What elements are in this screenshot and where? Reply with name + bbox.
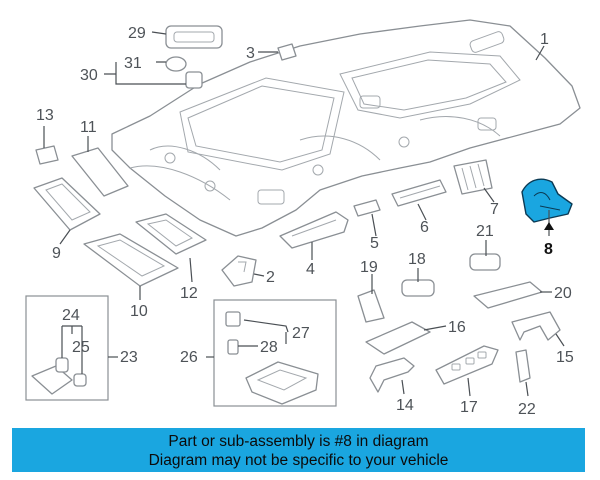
callout-25: 25 — [72, 339, 90, 356]
part-12-sun-visor — [135, 213, 207, 255]
callout-8-arrow — [544, 222, 554, 230]
part-10-sun-visor — [83, 233, 179, 287]
part-15-grab-handle — [511, 311, 561, 341]
callout-18: 18 — [408, 251, 426, 268]
callout-31: 31 — [124, 55, 142, 72]
part-31-bulb — [165, 56, 187, 72]
part-18-lamp — [401, 279, 435, 297]
part-29-console — [165, 25, 223, 49]
callout-1: 1 — [540, 31, 549, 48]
callout-6: 6 — [420, 219, 429, 236]
part-20-trim-panel — [473, 281, 543, 309]
part-4-trim-strip — [279, 211, 349, 249]
callout-24: 24 — [62, 307, 80, 324]
callout-8: 8 — [544, 241, 553, 258]
part-8-highlighted — [521, 178, 573, 223]
callout-29: 29 — [128, 25, 146, 42]
callout-19: 19 — [360, 259, 378, 276]
callout-10: 10 — [130, 303, 148, 320]
part-7-grille — [453, 159, 493, 195]
part-13-clip — [35, 145, 59, 165]
callout-17: 17 — [460, 399, 478, 416]
part-19-bracket — [357, 289, 385, 323]
banner-line-2: Diagram may not be specific to your vehi… — [148, 452, 449, 469]
callout-9: 9 — [52, 245, 61, 262]
callout-28: 28 — [260, 339, 278, 356]
callout-4: 4 — [306, 261, 315, 278]
callout-13: 13 — [36, 107, 54, 124]
part-21-lamp — [469, 253, 501, 271]
part-23-lamp-assembly — [25, 295, 109, 401]
callout-16: 16 — [448, 319, 466, 336]
callout-12: 12 — [180, 285, 198, 302]
callout-14: 14 — [396, 397, 414, 414]
callout-27: 27 — [292, 325, 310, 342]
callout-30: 30 — [80, 67, 98, 84]
part-6-vent — [391, 179, 447, 207]
callout-7: 7 — [490, 201, 499, 218]
part-22-clip — [515, 349, 531, 383]
part-30-lamp — [185, 71, 203, 89]
part-2-bracket — [221, 255, 257, 287]
part-17-console — [435, 345, 499, 385]
callout-11: 11 — [80, 119, 97, 136]
leader-lines — [43, 31, 565, 397]
banner-line-1: Part or sub-assembly is #8 in diagram — [168, 433, 429, 450]
part-11-mirror-cover — [71, 147, 129, 197]
callout-labels: 1 2 3 4 5 6 7 8 9 10 11 12 13 14 15 16 1… — [36, 25, 574, 418]
callout-3: 3 — [246, 45, 255, 62]
part-3-clip — [277, 43, 297, 61]
part-1-headliner — [111, 19, 581, 237]
part-9-sun-visor — [33, 177, 101, 231]
callout-26: 26 — [180, 349, 198, 366]
part-16-trim-panel — [365, 321, 431, 355]
info-banner: Part or sub-assembly is #8 in diagram Di… — [12, 428, 585, 472]
part-26-overhead-console-assembly — [213, 299, 337, 407]
callout-5: 5 — [370, 235, 379, 252]
callout-15: 15 — [556, 349, 574, 366]
callout-20: 20 — [554, 285, 572, 302]
callout-2: 2 — [266, 269, 275, 286]
part-14-grab-handle — [369, 357, 415, 393]
callout-22: 22 — [518, 401, 536, 418]
callout-21: 21 — [476, 223, 494, 240]
callout-23: 23 — [120, 349, 138, 366]
part-5-clip — [353, 199, 381, 217]
parts-diagram: 1 2 3 4 5 6 7 8 9 10 11 12 13 14 15 16 1… — [25, 19, 581, 418]
